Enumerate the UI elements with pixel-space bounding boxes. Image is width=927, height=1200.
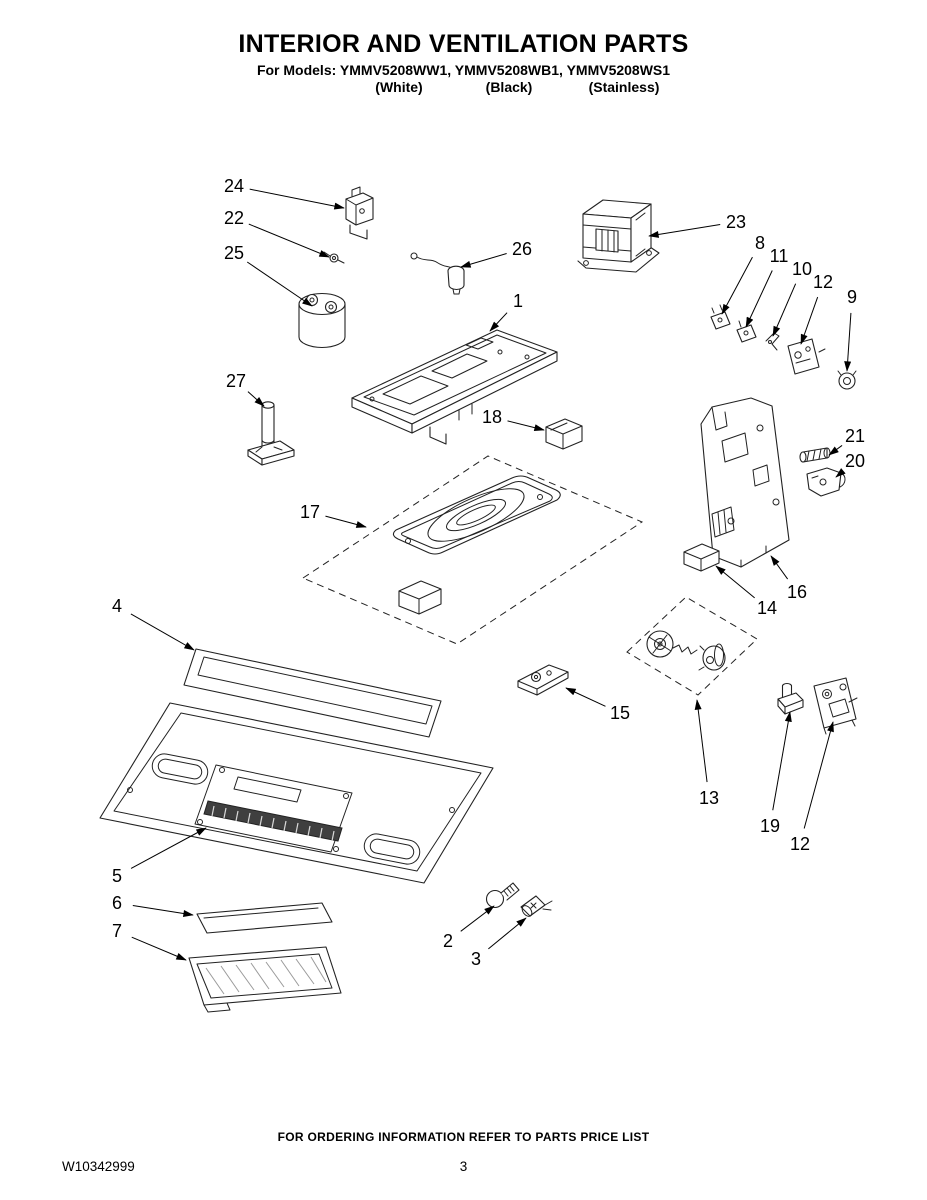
- leader-line-5: [130, 827, 207, 869]
- callout-26: 26: [512, 239, 532, 259]
- leader-line-15: [565, 687, 606, 707]
- callout-19: 19: [760, 816, 780, 836]
- callout-11: 11: [770, 246, 789, 266]
- callout-17: 17: [300, 502, 320, 522]
- leader-line-11: [745, 270, 773, 328]
- callout-15: 15: [610, 703, 630, 723]
- part-23-transformer: [577, 199, 660, 273]
- part-7-grease-filter: [188, 946, 342, 1013]
- leader-line-18: [507, 420, 545, 432]
- callout-13: 13: [699, 788, 719, 808]
- leader-line-4: [130, 613, 195, 651]
- leader-line-12: [800, 296, 819, 345]
- leader-line-21: [828, 445, 843, 456]
- leader-line-3: [488, 917, 527, 950]
- leader-line-24: [249, 188, 345, 210]
- part-24-bracket: [345, 186, 374, 240]
- part-25-capacitor: [298, 292, 346, 349]
- leader-line-6: [132, 905, 194, 917]
- part-11-switch: [736, 317, 757, 343]
- part-12-interlock-switch-upper: [787, 338, 826, 375]
- leader-line-26: [460, 253, 507, 268]
- leader-line-12: [803, 721, 834, 829]
- leader-line-22: [248, 223, 330, 258]
- leader-line-14: [715, 565, 755, 599]
- leader-line-25: [246, 261, 313, 307]
- leader-line-23: [648, 224, 721, 238]
- part-1-chassis-plate: [351, 329, 558, 445]
- callout-12: 12: [790, 834, 810, 854]
- leader-line-17: [325, 515, 367, 528]
- ordering-note: FOR ORDERING INFORMATION REFER TO PARTS …: [277, 1130, 650, 1144]
- part-20-bracket: [806, 467, 846, 497]
- part-16-side-panel: [700, 397, 790, 568]
- callout-21: 21: [845, 426, 865, 446]
- callout-25: 25: [224, 243, 244, 263]
- leader-line-13: [694, 699, 708, 783]
- callout-10: 10: [792, 259, 812, 279]
- finish-label-white: (White): [375, 79, 423, 95]
- callout-18: 18: [482, 407, 502, 427]
- part-12-interlock-switch-lower: [813, 677, 858, 735]
- page-number: 3: [459, 1159, 468, 1174]
- part-10-lever: [765, 332, 780, 351]
- part-15-mounting-plate: [517, 664, 569, 696]
- leader-line-27: [247, 391, 265, 407]
- part-6-charcoal-filter: [196, 902, 333, 934]
- leader-line-20: [835, 468, 846, 478]
- leader-line-1: [489, 312, 508, 332]
- callout-3: 3: [471, 949, 481, 969]
- callout-7: 7: [112, 921, 122, 941]
- part-18-support-block: [545, 418, 583, 450]
- callout-27: 27: [226, 371, 246, 391]
- callout-1: 1: [513, 291, 523, 311]
- leader-line-2: [460, 905, 495, 932]
- callout-24: 24: [224, 176, 244, 196]
- callout-12: 12: [813, 272, 833, 292]
- part-21-roller: [799, 447, 831, 463]
- models-line: For Models: YMMV5208WW1, YMMV5208WB1, YM…: [256, 62, 671, 78]
- leader-line-19: [772, 711, 792, 811]
- leader-line-9: [844, 312, 852, 372]
- callout-5: 5: [112, 866, 122, 886]
- part-5-base-panel: [99, 702, 494, 884]
- part-14-spacer-block: [683, 543, 720, 572]
- callout-6: 6: [112, 893, 122, 913]
- callout-9: 9: [847, 287, 857, 307]
- part-27-antenna: [247, 401, 295, 466]
- part-22-clip: [323, 251, 345, 264]
- callout-2: 2: [443, 931, 453, 951]
- leader-line-8: [721, 256, 753, 315]
- callout-8: 8: [755, 233, 765, 253]
- callout-20: 20: [845, 451, 865, 471]
- finish-label-stainless: (Stainless): [588, 79, 660, 95]
- callout-4: 4: [112, 596, 122, 616]
- part-17-air-duct-group: [301, 455, 644, 645]
- finish-label-black: (Black): [485, 79, 533, 95]
- part-8-switch: [710, 304, 731, 330]
- part-3-lamp-socket: [520, 895, 553, 917]
- callout-22: 22: [224, 208, 244, 228]
- callout-16: 16: [787, 582, 807, 602]
- part-19-fuse-holder: [777, 682, 804, 715]
- document-number: W10342999: [62, 1159, 135, 1174]
- part-9-button: [837, 370, 857, 390]
- part-26-thermostat: [410, 252, 465, 295]
- leader-line-10: [772, 283, 797, 337]
- callout-23: 23: [726, 212, 746, 232]
- part-13-coupler-group: [626, 596, 758, 696]
- page-title: INTERIOR AND VENTILATION PARTS: [238, 30, 689, 58]
- part-2-light-bulb: [485, 882, 520, 909]
- leader-line-16: [770, 555, 789, 580]
- callout-14: 14: [757, 598, 777, 618]
- part-4-vent-grille-panel: [183, 648, 442, 738]
- leader-line-7: [131, 936, 187, 961]
